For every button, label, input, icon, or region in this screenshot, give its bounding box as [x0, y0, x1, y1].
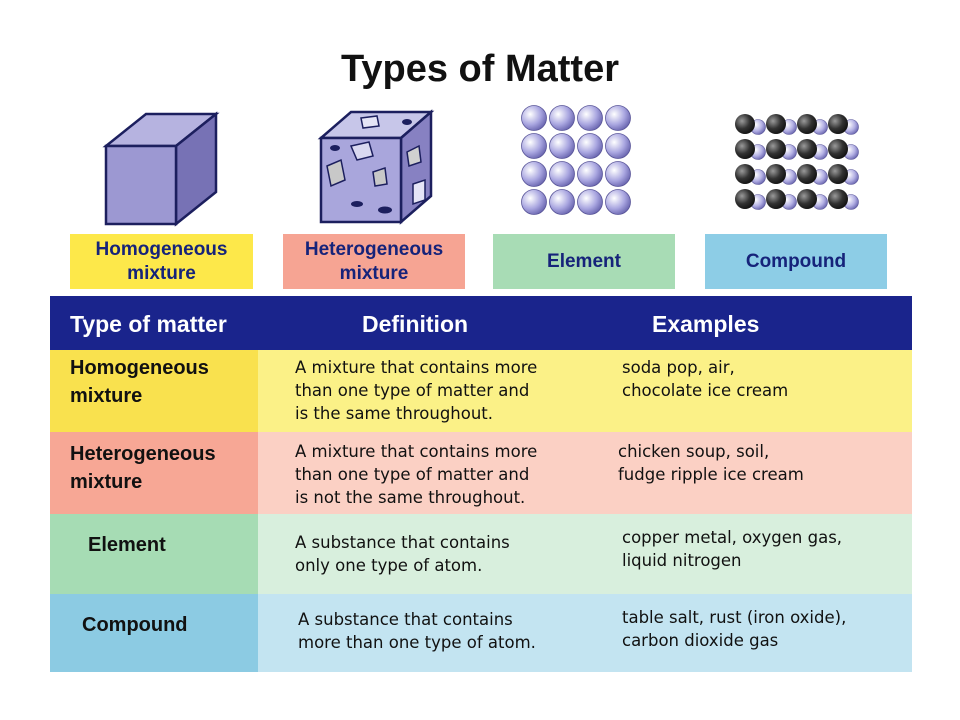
- label-element: Element: [493, 234, 675, 289]
- label-compound: Compound: [705, 234, 887, 289]
- compound-molecule: [766, 189, 797, 210]
- compound-molecule: [797, 139, 828, 160]
- element-atom: [521, 189, 547, 215]
- label-heterogeneous: Heterogeneous mixture: [283, 234, 465, 289]
- table-row-homogeneous: Homogeneous mixture A mixture that conta…: [50, 350, 912, 432]
- row-type: Homogeneous mixture: [70, 357, 209, 407]
- row-examples: soda pop, air, chocolate ice cream: [622, 358, 789, 400]
- row-examples: table salt, rust (iron oxide), carbon di…: [622, 608, 847, 650]
- element-atom: [605, 189, 631, 215]
- row-examples: copper metal, oxygen gas, liquid nitroge…: [622, 528, 843, 570]
- element-atom: [549, 133, 575, 159]
- row-type: Heterogeneous mixture: [70, 443, 216, 493]
- element-atom: [605, 161, 631, 187]
- compound-molecule: [828, 189, 859, 210]
- matter-table: Type of matter Definition Examples Homog…: [50, 296, 912, 672]
- element-atoms-icon: [521, 105, 631, 215]
- compound-molecule: [735, 164, 766, 185]
- row-definition: A mixture that contains more than one ty…: [295, 358, 538, 423]
- element-atom: [521, 133, 547, 159]
- heterogeneous-cube-icon: [317, 109, 435, 225]
- header-type: Type of matter: [70, 311, 227, 337]
- table-row-element: Element A substance that contains only o…: [50, 514, 912, 594]
- compound-molecule: [766, 114, 797, 135]
- label-homogeneous: Homogeneous mixture: [70, 234, 253, 289]
- compound-molecule: [797, 164, 828, 185]
- compound-molecule: [828, 164, 859, 185]
- row-definition: A substance that contains more than one …: [298, 610, 536, 652]
- compound-molecule: [797, 189, 828, 210]
- compound-molecule: [735, 139, 766, 160]
- row-type: Element: [88, 534, 166, 556]
- header-examples: Examples: [652, 311, 760, 337]
- row-definition: A substance that contains only one type …: [295, 533, 510, 575]
- row-examples: chicken soup, soil, fudge ripple ice cre…: [618, 442, 804, 484]
- header-definition: Definition: [362, 311, 469, 337]
- compound-molecule: [797, 114, 828, 135]
- homogeneous-cube-icon: [102, 111, 220, 227]
- table-row-compound: Compound A substance that contains more …: [50, 594, 912, 672]
- element-atom: [521, 105, 547, 131]
- compound-molecule: [766, 139, 797, 160]
- element-atom: [577, 161, 603, 187]
- compound-molecule: [735, 189, 766, 210]
- page-title: Types of Matter: [340, 48, 619, 90]
- element-atom: [521, 161, 547, 187]
- element-atom: [605, 133, 631, 159]
- compound-molecule: [766, 164, 797, 185]
- element-atom: [605, 105, 631, 131]
- element-atom: [549, 161, 575, 187]
- row-type: Compound: [82, 614, 188, 636]
- compound-molecules-icon: [735, 114, 859, 210]
- element-atom: [577, 105, 603, 131]
- table-row-heterogeneous: Heterogeneous mixture A mixture that con…: [50, 432, 912, 514]
- table-header: Type of matter Definition Examples: [50, 296, 912, 350]
- compound-molecule: [735, 114, 766, 135]
- row-definition: A mixture that contains more than one ty…: [295, 442, 538, 507]
- element-atom: [549, 105, 575, 131]
- element-atom: [549, 189, 575, 215]
- compound-molecule: [828, 139, 859, 160]
- compound-molecule: [828, 114, 859, 135]
- element-atom: [577, 189, 603, 215]
- element-atom: [577, 133, 603, 159]
